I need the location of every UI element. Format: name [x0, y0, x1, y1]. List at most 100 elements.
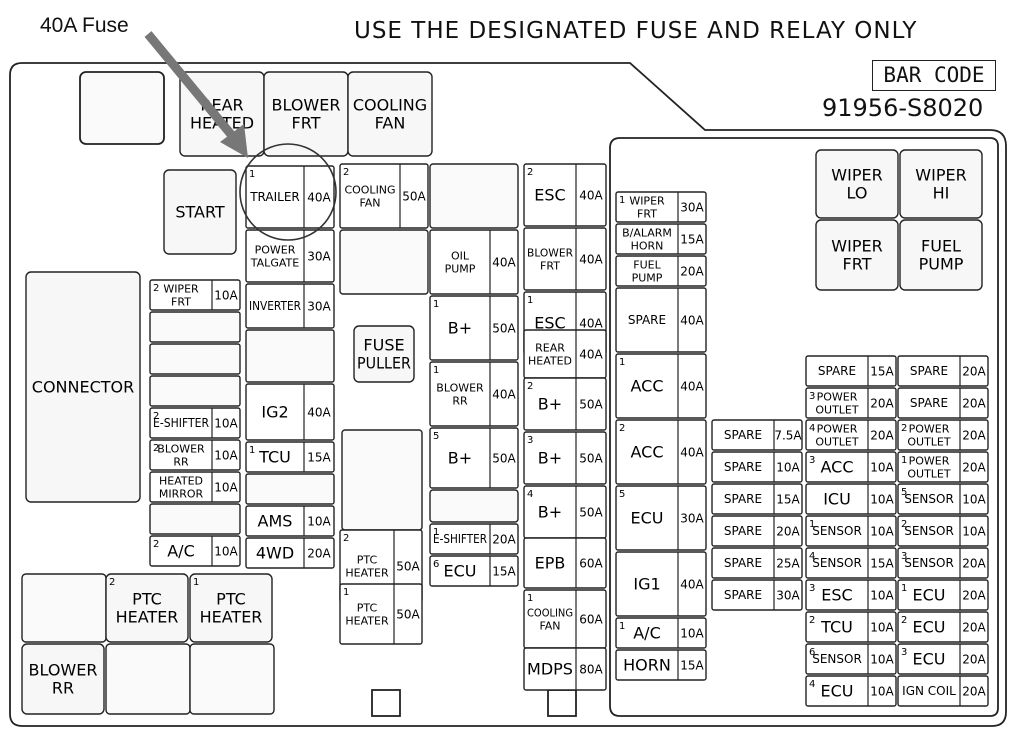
fuse-amperage: 20A — [962, 653, 986, 667]
relay-label: WIPER — [915, 166, 966, 185]
relay-body — [25, 271, 141, 503]
fuse-label: RR — [452, 394, 468, 407]
fuse-label: B+ — [448, 449, 472, 468]
fuse-body — [429, 229, 519, 295]
fuse-label: HORN — [631, 239, 664, 252]
fuse-body — [805, 547, 897, 579]
fuse-label: SENSOR — [904, 524, 954, 538]
fuse-body — [245, 441, 335, 473]
fuse-warning-note: USE THE DESIGNATED FUSE AND RELAY ONLY — [354, 18, 918, 44]
fuse-body — [805, 611, 897, 643]
position-number: 3 — [901, 551, 907, 562]
relay-label: WIPER — [831, 237, 882, 256]
fuse-amperage: 15A — [870, 557, 894, 571]
fuse-label: SPARE — [724, 492, 762, 506]
relay-label: COOLING — [353, 96, 427, 115]
blank-relay-slots — [21, 163, 519, 715]
position-number: 1 — [343, 587, 349, 598]
position-number: 2 — [901, 519, 907, 530]
fuse-body — [245, 505, 335, 537]
fuse-amperage: 20A — [962, 621, 986, 635]
fuse-body — [897, 387, 989, 419]
fuse-label: POWER — [255, 243, 296, 256]
fuse-amperage: 15A — [870, 365, 894, 379]
position-number: 1 — [433, 365, 439, 376]
fuse-body — [429, 361, 519, 427]
fuse-body — [339, 163, 429, 229]
fuse-label: POWER — [817, 422, 858, 435]
fuse-body — [897, 419, 989, 451]
relay-label: FUSE — [363, 336, 404, 355]
relay-label: CONNECTOR — [32, 378, 134, 397]
fuse-body — [805, 579, 897, 611]
relay-label: PUMP — [919, 255, 964, 274]
fuse-body — [339, 583, 423, 645]
fuse-label: OUTLET — [815, 403, 859, 416]
fuse-amperage: 50A — [402, 190, 426, 204]
position-number: 2 — [527, 381, 533, 392]
fuse-amperage: 10A — [870, 621, 894, 635]
fuse-amperage: 40A — [492, 388, 516, 402]
fuse-amperage: 40A — [579, 317, 603, 331]
fuse-amperage: 40A — [579, 253, 603, 267]
fuse-amperage: 10A — [962, 525, 986, 539]
fuse-label: SENSOR — [812, 556, 862, 570]
fuse-label: HEATER — [345, 614, 389, 627]
position-number: 1 — [249, 445, 255, 456]
fuse-amperage: 30A — [680, 201, 704, 215]
fuse-amperage: 15A — [492, 565, 516, 579]
fuse-label: ECU — [631, 509, 664, 528]
fuse-body — [615, 419, 707, 485]
fuse-label: MIRROR — [159, 487, 204, 500]
fuse-amperage: 10A — [214, 545, 238, 559]
fuse-amperage: 10A — [214, 449, 238, 463]
fuse-label: INVERTER — [249, 299, 301, 313]
position-number: 3 — [809, 455, 815, 466]
position-number: 2 — [153, 539, 159, 550]
fuse-body — [523, 537, 607, 589]
fuse-label: ECU — [821, 682, 854, 701]
relay-label: HI — [933, 184, 950, 203]
fuse-label: BLOWER — [527, 246, 573, 259]
fuse-label: ECU — [444, 562, 477, 581]
relay-body — [899, 219, 983, 291]
position-number: 3 — [809, 391, 815, 402]
fuse-body — [805, 451, 897, 483]
fuse-body — [897, 675, 989, 707]
fuse-label: B+ — [538, 503, 562, 522]
fuse-amperage: 30A — [307, 250, 331, 264]
fuse-label: ACC — [630, 377, 663, 396]
callout-label: 40A Fuse — [40, 14, 129, 37]
position-number: 2 — [153, 411, 159, 422]
fuse-label: SENSOR — [812, 524, 862, 538]
fuse-body — [523, 377, 607, 431]
fuse-body — [429, 427, 519, 489]
fuse-body — [149, 407, 241, 439]
fuse-label: PUMP — [632, 271, 663, 284]
